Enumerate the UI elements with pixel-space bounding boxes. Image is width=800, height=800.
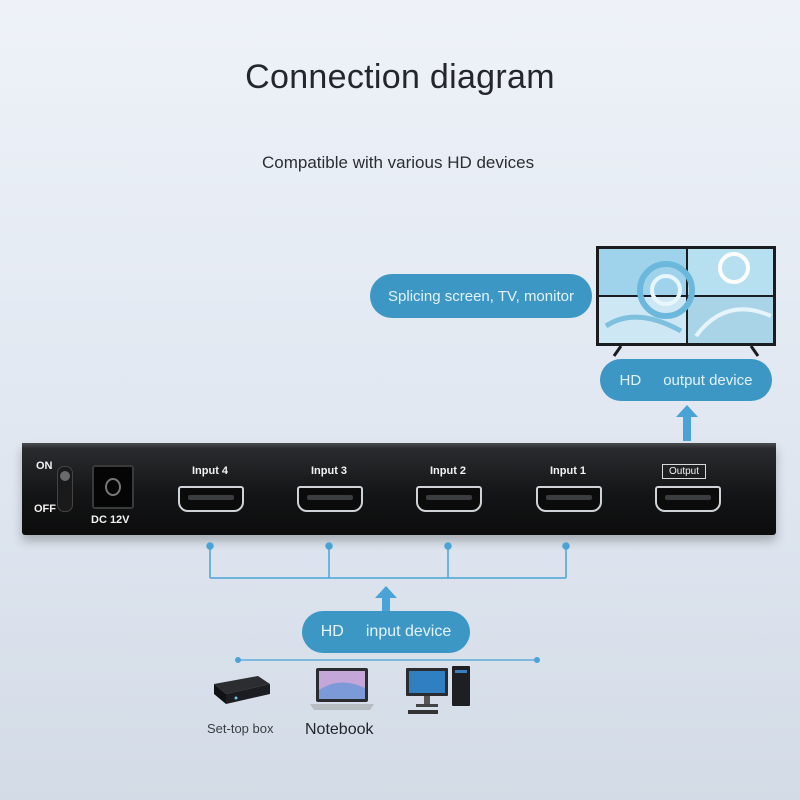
hdmi-port-output — [655, 486, 721, 512]
input-device-badge: HD input device — [302, 611, 470, 653]
power-switch — [57, 466, 73, 512]
set-top-box-icon — [214, 676, 270, 704]
input-connector-lines — [206, 542, 570, 612]
power-on-label: ON — [36, 460, 53, 472]
port-label-input2: Input 2 — [430, 465, 467, 477]
port-label-input1: Input 1 — [550, 465, 587, 477]
input-devices-line — [235, 657, 540, 663]
output-screen-label: Splicing screen, TV, monitor — [370, 274, 592, 318]
power-off-label: OFF — [34, 503, 56, 515]
subtitle: Compatible with various HD devices — [262, 153, 535, 172]
port-label-output: Output — [662, 464, 707, 479]
output-arrow-icon — [676, 405, 698, 441]
tv-monitor-icon — [596, 246, 776, 357]
port-label-input3: Input 3 — [311, 465, 348, 477]
hdmi-port-input4 — [178, 486, 244, 512]
notebook-caption: Notebook — [305, 721, 374, 738]
page-title: Connection diagram — [245, 58, 555, 96]
set-top-box-caption: Set-top box — [207, 721, 274, 736]
desktop-computer-icon — [406, 666, 470, 714]
dc-label: DC 12V — [91, 514, 130, 526]
input-label: input device — [365, 623, 452, 640]
hdmi-port-input1 — [536, 486, 602, 512]
output-label: output device — [663, 371, 753, 389]
hdmi-port-input2 — [416, 486, 482, 512]
hdmi-switch-device — [22, 443, 776, 535]
hdmi-port-input3 — [297, 486, 363, 512]
dc-power-jack — [92, 465, 134, 509]
output-device-badge: HD output device — [600, 359, 772, 401]
port-label-input4: Input 4 — [192, 465, 229, 477]
input-prefix: HD — [320, 623, 344, 640]
notebook-icon — [310, 668, 374, 710]
output-prefix: HD — [619, 371, 642, 389]
